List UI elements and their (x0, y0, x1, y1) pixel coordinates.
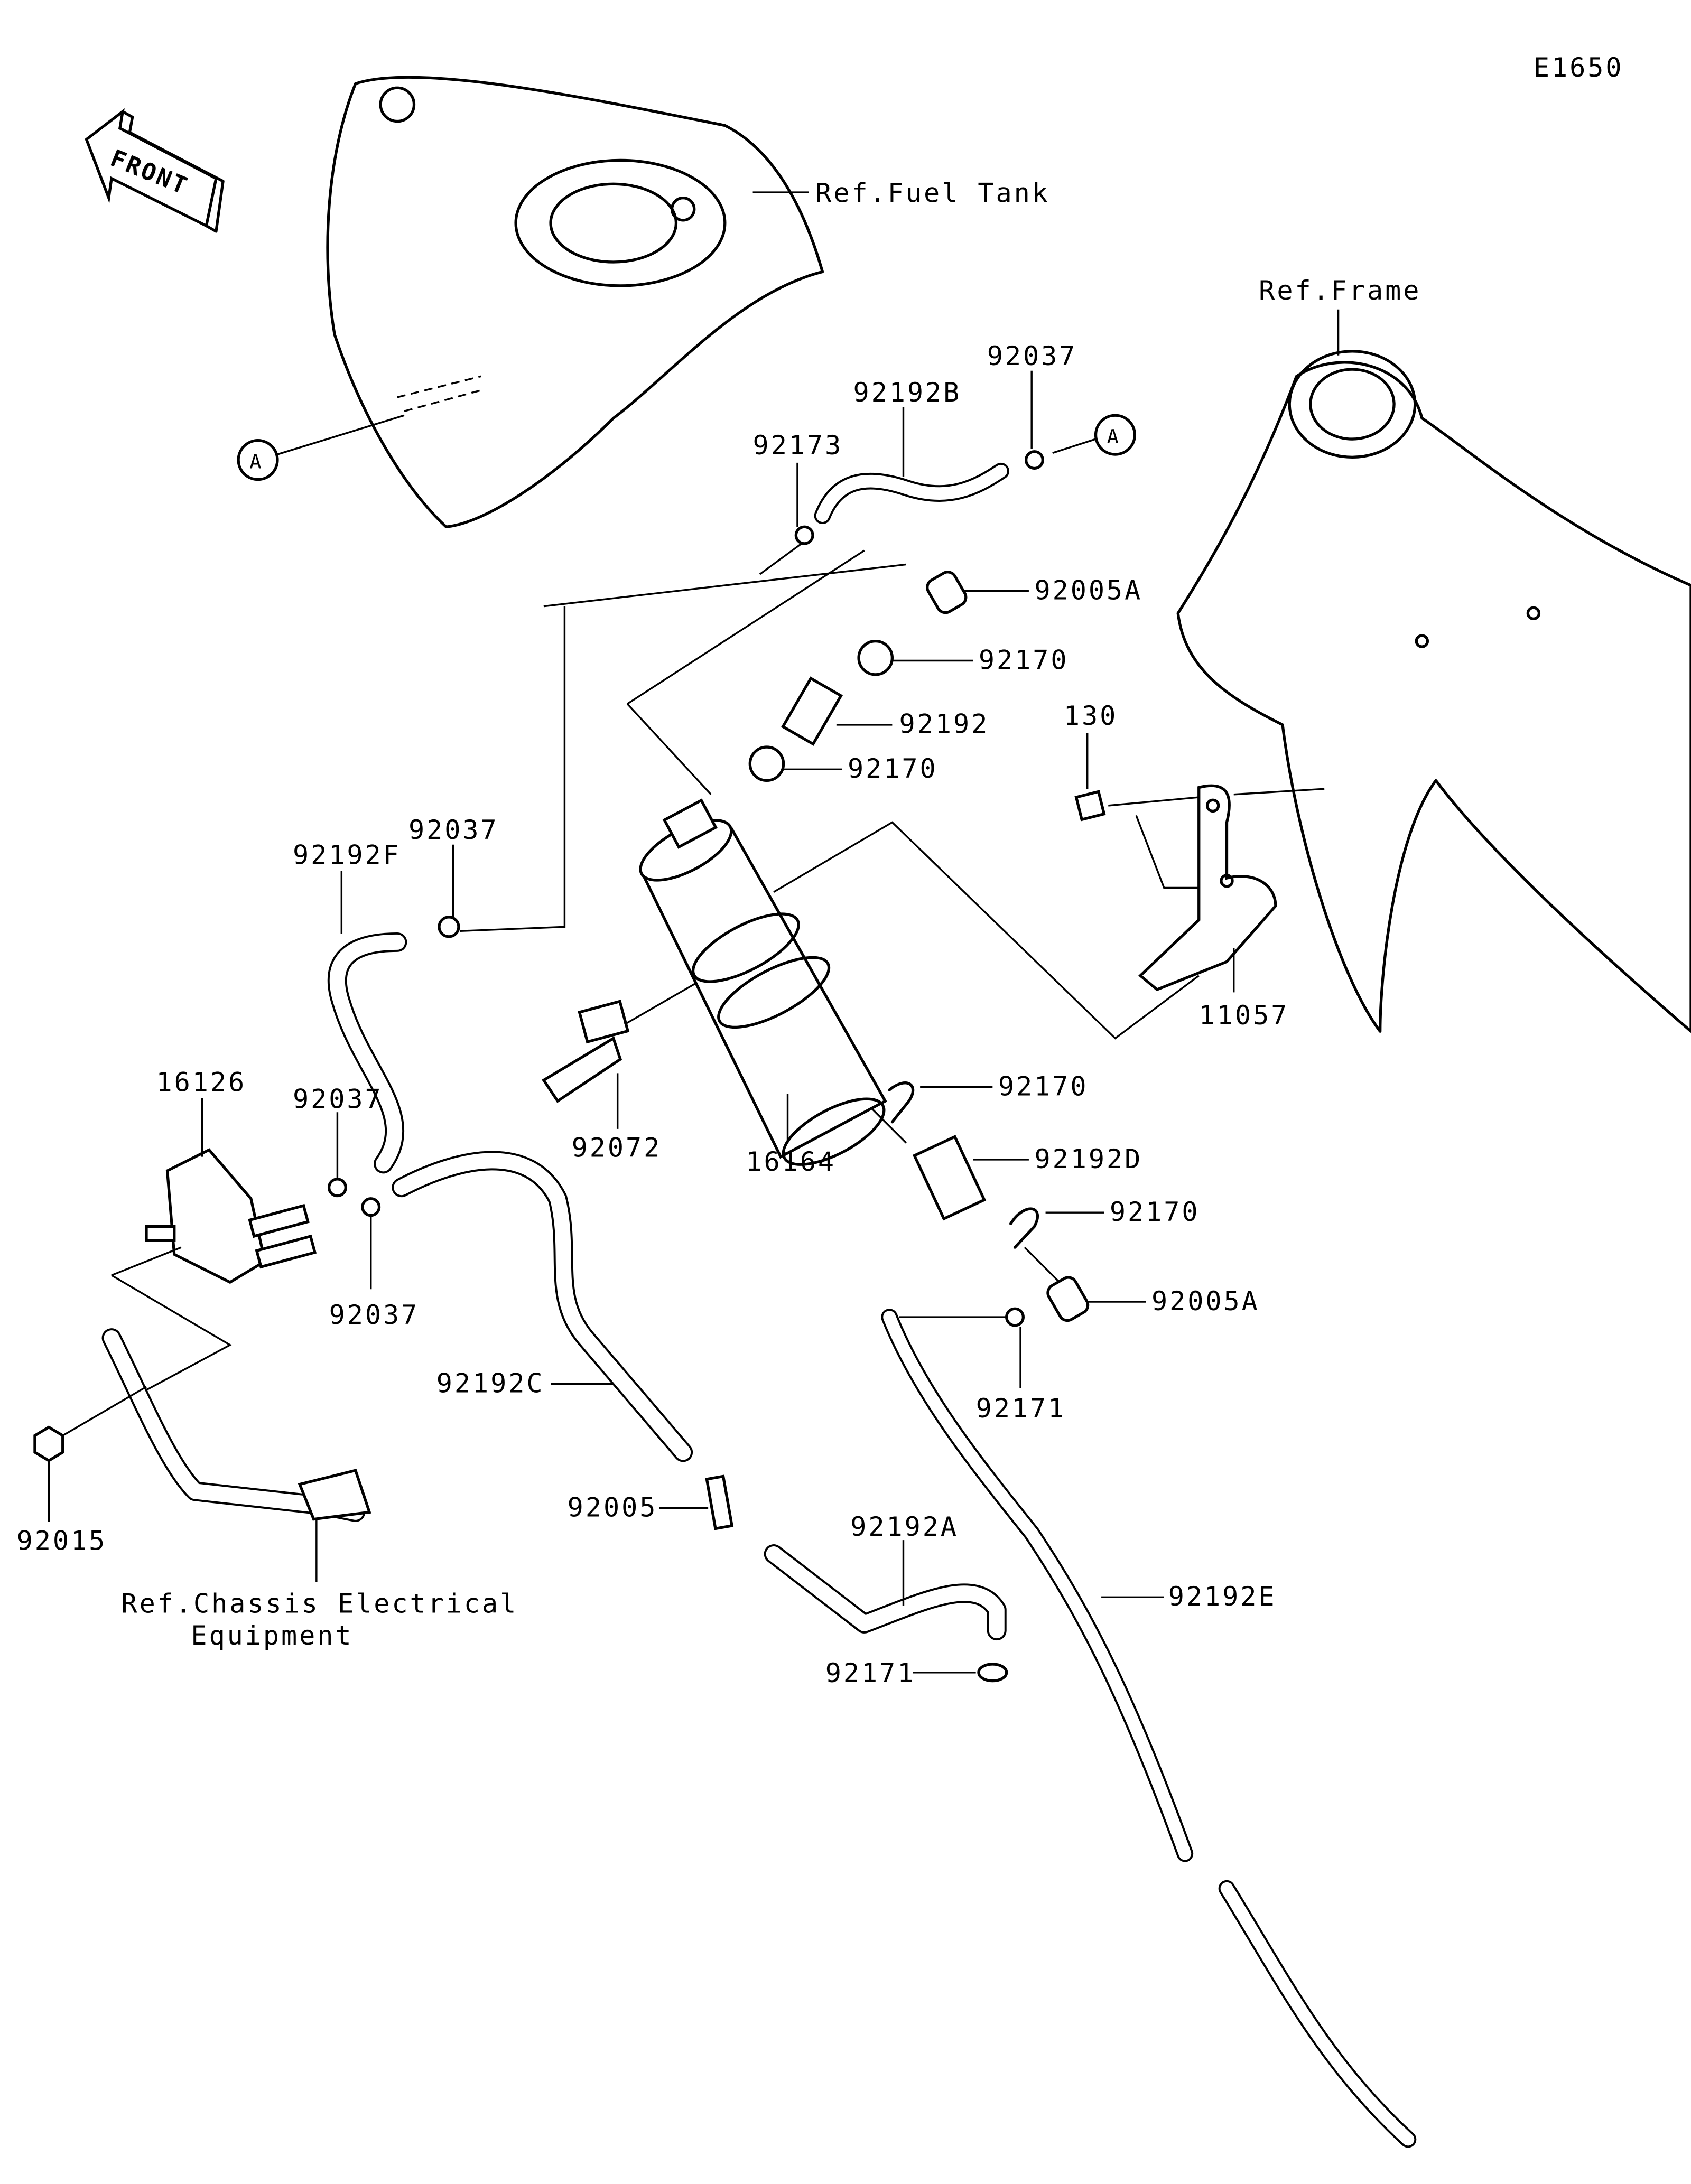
callout-92170-a: 92170 (979, 644, 1069, 675)
callout-92192E: 92192E (1168, 1581, 1277, 1612)
callout-92005A-low: 92005A (1151, 1285, 1260, 1317)
callout-92171-b: 92171 (825, 1657, 916, 1688)
ref-chassis-label-1: Ref.Chassis Electrical (122, 1588, 518, 1619)
ref-fuel-tank-label: Ref.Fuel Tank (815, 178, 1050, 209)
callout-16164: 16164 (746, 1146, 836, 1177)
callout-92171-a: 92171 (976, 1393, 1066, 1424)
callout-92170-b: 92170 (848, 753, 938, 784)
callout-92170-d: 92170 (1110, 1196, 1200, 1227)
marker-a-left: A (237, 439, 279, 481)
callout-11057: 11057 (1199, 1000, 1289, 1031)
callout-92192D: 92192D (1034, 1143, 1142, 1174)
callout-92037-top: 92037 (987, 340, 1077, 371)
callout-92192: 92192 (899, 708, 990, 740)
valve-16126 (145, 1148, 317, 1284)
svg-text:A: A (1107, 425, 1121, 448)
callout-92005: 92005 (568, 1491, 658, 1523)
callout-92170-c: 92170 (998, 1071, 1089, 1102)
callout-92173: 92173 (753, 430, 843, 461)
canister-16164 (639, 798, 887, 1166)
front-arrow-icon: FRONT (85, 108, 225, 233)
callout-16126: 16126 (156, 1067, 246, 1098)
diagram-code: E1650 (1534, 52, 1624, 83)
frame-ref (1176, 350, 1691, 1033)
ref-frame-label: Ref.Frame (1259, 275, 1421, 306)
callout-92192B: 92192B (853, 377, 962, 408)
callout-92192F: 92192F (293, 839, 401, 871)
marker-a-right: A (1094, 414, 1137, 456)
callout-92037-left: 92037 (293, 1083, 383, 1114)
callout-92037-low: 92037 (329, 1299, 420, 1330)
ref-chassis-label-2: Equipment (191, 1620, 353, 1651)
callout-92072: 92072 (572, 1132, 662, 1163)
callout-92015: 92015 (17, 1525, 107, 1556)
fuel-tank-ref (326, 76, 824, 528)
callout-92037-mid: 92037 (408, 814, 499, 845)
callout-130: 130 (1064, 700, 1118, 731)
callout-92192A: 92192A (850, 1511, 959, 1542)
callout-92005A-top: 92005A (1034, 574, 1142, 605)
svg-text:A: A (249, 450, 263, 473)
callout-92192C: 92192C (436, 1368, 545, 1399)
